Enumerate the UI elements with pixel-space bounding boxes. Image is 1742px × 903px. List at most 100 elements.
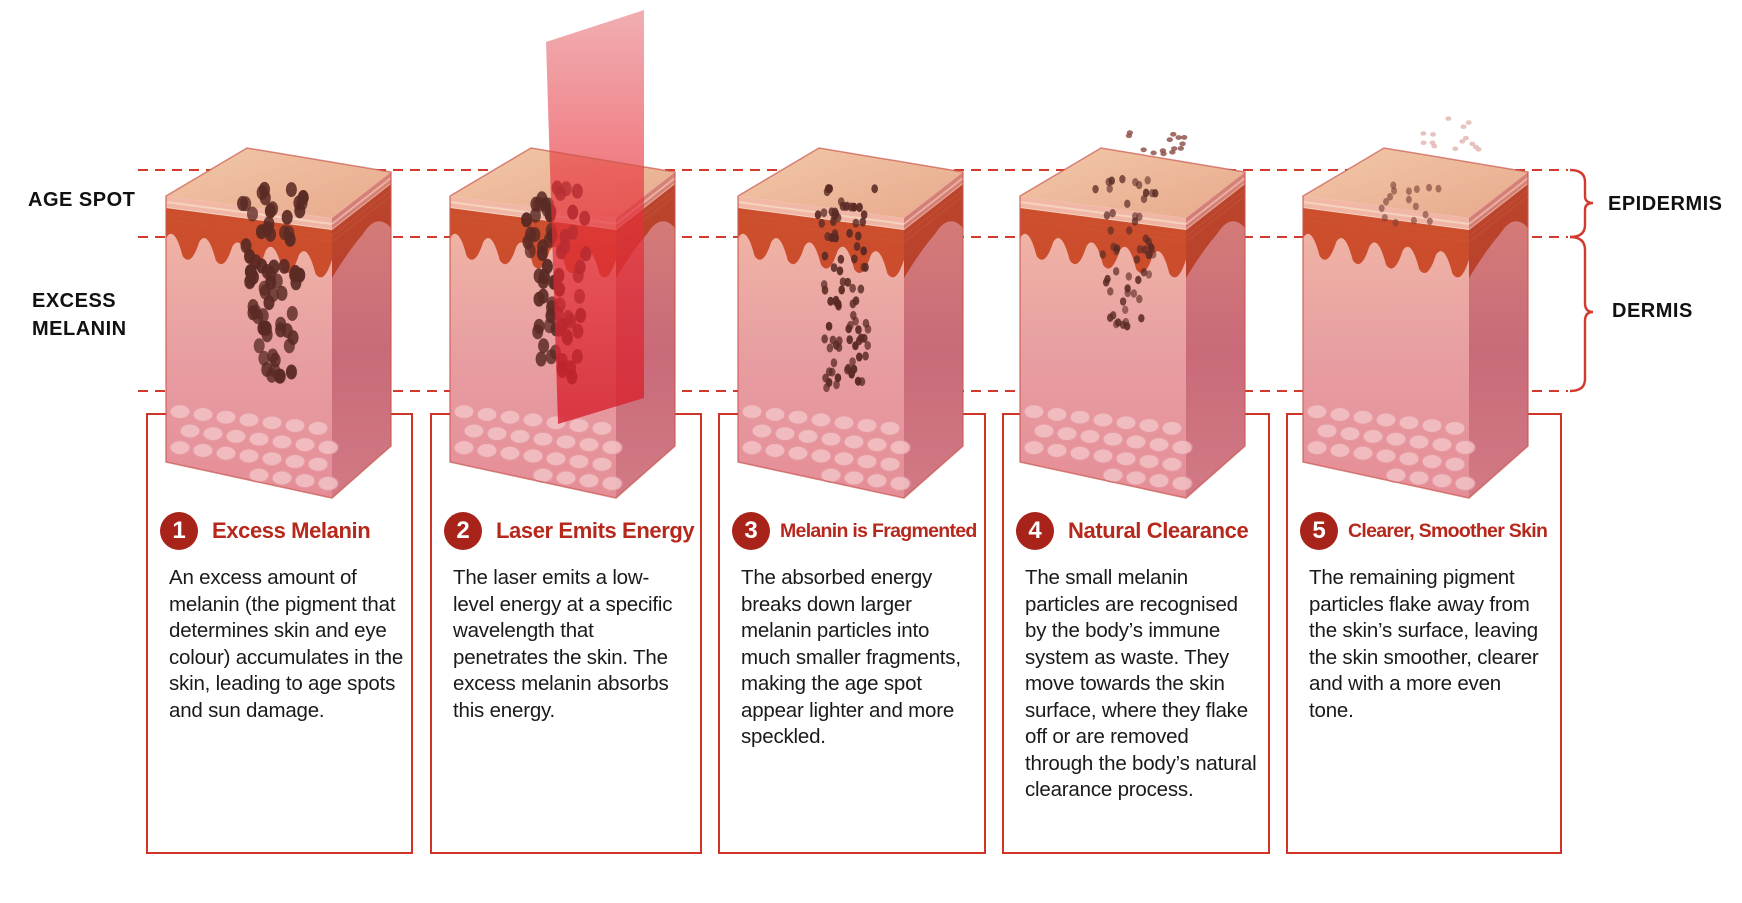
fat-cell	[1398, 451, 1420, 467]
fat-cell	[1102, 431, 1124, 447]
fat-cell	[1444, 420, 1466, 436]
age-spot-label: AGE SPOT	[28, 189, 136, 211]
melanin-fragment	[1124, 199, 1131, 209]
melanin-fragment	[858, 377, 866, 387]
melanin-particle	[263, 295, 275, 311]
melanin-fragment	[826, 184, 833, 194]
melanin-fragment	[838, 285, 845, 295]
fat-cell	[453, 404, 475, 420]
melanin-fragment	[1124, 284, 1131, 293]
melanin-fragment	[1119, 320, 1127, 330]
step-title: Excess Melanin	[212, 518, 371, 543]
fat-cell	[271, 470, 293, 486]
melanin-fragment	[821, 251, 829, 261]
melanin-fragment	[857, 284, 865, 294]
skin-top-face	[1303, 148, 1528, 218]
fat-cell	[879, 456, 901, 472]
epidermis-stratum	[1185, 177, 1246, 225]
fat-cell	[486, 426, 508, 442]
residual-pigment	[1381, 214, 1388, 222]
melanin-fragment	[1122, 305, 1129, 315]
fat-cell	[1148, 437, 1170, 453]
melanin-particle	[532, 324, 544, 340]
melanin-particle	[258, 350, 270, 366]
melanin-fragment	[832, 233, 839, 243]
melanin-fragment	[848, 369, 855, 379]
flaking-particle	[1166, 137, 1173, 143]
fat-cell	[810, 448, 832, 464]
melanin-fragment	[832, 297, 840, 307]
melanin-particle	[521, 212, 533, 228]
flaking-particle	[1150, 150, 1157, 156]
fat-cell	[499, 409, 521, 425]
residual-pigment	[1413, 185, 1420, 194]
fat-cell	[1056, 426, 1078, 442]
dermal-junction-side	[332, 184, 391, 278]
melanin-fragment	[860, 333, 868, 343]
step-description: The absorbed energy breaks down larger m…	[741, 566, 961, 748]
fat-cell	[463, 423, 485, 439]
melanin-fragment	[836, 336, 843, 346]
skin-block-outline	[1019, 147, 1246, 499]
flaking-particle	[1459, 139, 1466, 144]
laser-beam	[546, 10, 644, 424]
fat-cell	[317, 439, 339, 456]
fat-cell	[532, 431, 554, 447]
fat-cell	[248, 431, 270, 447]
melanin-fragment	[834, 373, 842, 383]
melanin-particle	[538, 338, 550, 354]
fat-cell	[1023, 440, 1045, 456]
skin-top-face	[738, 148, 963, 218]
fat-cell	[1306, 440, 1328, 456]
epidermis-stratum	[903, 177, 964, 225]
fat-cell	[741, 440, 763, 456]
flaking-particle	[1140, 147, 1147, 153]
flaking-particle	[1429, 140, 1436, 146]
melanin-particle	[545, 349, 557, 365]
residual-pigment	[1412, 202, 1419, 211]
fat-cell	[169, 440, 191, 456]
residual-pigment	[1390, 181, 1397, 190]
melanin-fragment	[827, 296, 834, 306]
melanin-particle	[278, 258, 290, 274]
fat-cell	[1375, 412, 1397, 428]
melanin-fragment	[1125, 272, 1133, 281]
flaking-particle	[1430, 132, 1437, 137]
skin-block-5	[1302, 116, 1529, 499]
fat-cell	[1352, 409, 1374, 425]
fat-cell	[545, 451, 567, 467]
residual-pigment	[1378, 204, 1385, 213]
melanin-fragment	[1103, 211, 1111, 220]
melanin-fragment	[856, 203, 863, 213]
melanin-fragment	[862, 318, 870, 328]
melanin-particle	[522, 234, 534, 250]
fat-cell	[1385, 431, 1407, 447]
step-number-badge: 3	[732, 512, 770, 550]
step-header: 4 Natural Clearance	[1016, 511, 1264, 551]
fat-cell	[764, 406, 786, 423]
fat-cell	[1421, 417, 1443, 434]
fat-cell	[787, 409, 809, 425]
fat-cell	[787, 445, 809, 461]
fat-cell	[1375, 448, 1397, 464]
melanin-particle	[535, 351, 547, 367]
fat-cell	[843, 434, 865, 450]
step-number-badge: 1	[160, 512, 198, 550]
melanin-particle	[253, 338, 265, 354]
melanin-fragment	[849, 357, 856, 367]
melanin-fragment	[1119, 297, 1127, 306]
flaking-particle	[1180, 135, 1188, 140]
melanin-fragment	[1106, 184, 1113, 193]
step-card-4: 4 Natural Clearance The small melanin pa…	[1002, 413, 1270, 854]
melanin-particle	[286, 305, 298, 321]
melanin-fragment	[855, 325, 862, 335]
fat-cell	[591, 420, 613, 436]
melanin-fragment	[1147, 242, 1155, 252]
melanin-fragment	[1133, 255, 1141, 264]
flaking-particle	[1460, 124, 1467, 130]
fat-cell	[1454, 439, 1476, 456]
fat-cell	[1171, 439, 1193, 456]
melanin-fragment	[836, 266, 844, 276]
melanin-fragment	[855, 352, 863, 362]
fat-cell	[238, 412, 260, 428]
